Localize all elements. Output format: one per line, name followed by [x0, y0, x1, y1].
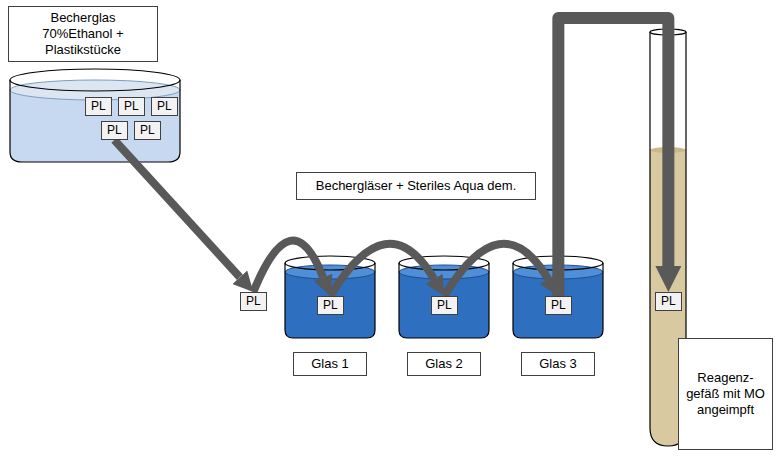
- transfer-arrow: [114, 140, 240, 277]
- transfer-arrow: [253, 241, 323, 292]
- plastic-piece: PL: [655, 292, 682, 311]
- plastic-piece: PL: [431, 296, 458, 315]
- piece-label: PL: [246, 294, 261, 309]
- title-box: Becherglas 70%Ethanol + Plastikstücke: [8, 6, 158, 62]
- plastic-piece: PL: [151, 97, 178, 116]
- piece-label: PL: [124, 99, 139, 114]
- piece-label: PL: [157, 99, 172, 114]
- piece-label: PL: [551, 298, 566, 313]
- piece-label: PL: [437, 298, 452, 313]
- plastic-piece: PL: [118, 97, 145, 116]
- box-text: Glas 1: [311, 356, 349, 372]
- piece-label: PL: [140, 123, 155, 138]
- ethanol-beaker: [10, 69, 180, 162]
- box-text: Becherglas 70%Ethanol + Plastikstücke: [15, 10, 151, 58]
- transfer-arrow: [330, 244, 434, 296]
- piece-label: PL: [107, 123, 122, 138]
- tube-label: Reagenz-gefäß mit MO angeimpft: [678, 338, 773, 450]
- caption-box: Bechergläser + Steriles Aqua dem.: [296, 172, 536, 200]
- piece-label: PL: [91, 99, 106, 114]
- glass-label: Glas 2: [407, 352, 481, 376]
- glass-label: Glas 3: [521, 352, 595, 376]
- box-text: Bechergläser + Steriles Aqua dem.: [316, 178, 517, 194]
- plastic-piece: PL: [545, 296, 572, 315]
- transfer-arrow: [444, 244, 548, 296]
- glass-label: Glas 1: [293, 352, 367, 376]
- plastic-piece: PL: [85, 97, 112, 116]
- piece-label: PL: [661, 294, 676, 309]
- box-text: Reagenz-gefäß mit MO angeimpft: [685, 370, 766, 418]
- piece-label: PL: [323, 298, 338, 313]
- box-text: Glas 2: [425, 356, 463, 372]
- plastic-piece: PL: [134, 121, 161, 140]
- plastic-piece: PL: [317, 296, 344, 315]
- plastic-piece: PL: [240, 292, 267, 311]
- transfer-arrow: [558, 18, 668, 296]
- box-text: Glas 3: [539, 356, 577, 372]
- plastic-piece: PL: [101, 121, 128, 140]
